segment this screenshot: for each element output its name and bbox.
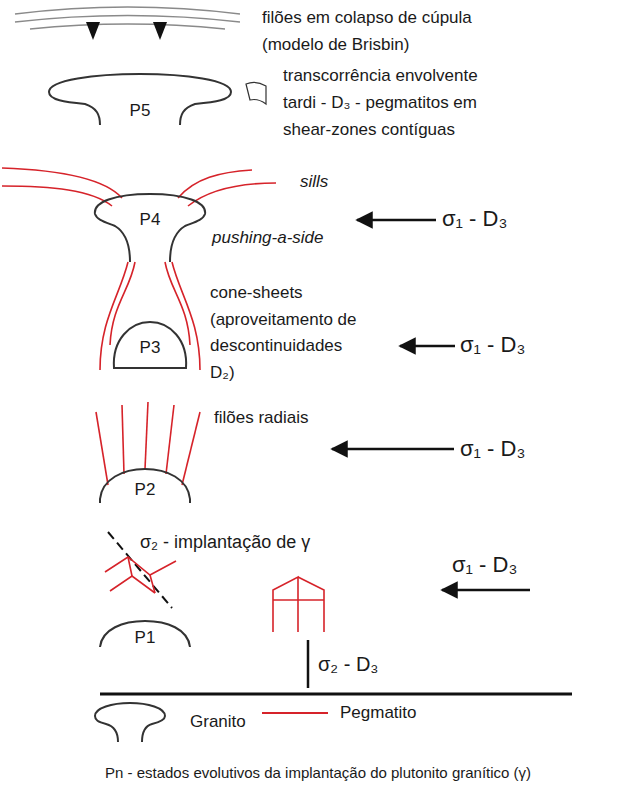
stage-label: P5	[130, 101, 151, 121]
collapse-wedge	[153, 22, 167, 40]
granite-outline-path	[100, 469, 190, 503]
sigma2-bar	[307, 640, 310, 688]
granite-pluton: P1	[98, 617, 193, 651]
granite-outline-path	[114, 322, 186, 368]
granite-pluton: P3	[110, 318, 190, 370]
pegmatite-vein	[105, 557, 176, 575]
legend-text: Pegmatito	[340, 703, 417, 723]
sill-pegmatites	[2, 168, 276, 206]
radial-dyke	[182, 412, 200, 485]
stage-label: P3	[140, 338, 161, 358]
pegmatite-vein	[273, 599, 324, 601]
pegmatite-legend-sample	[262, 712, 328, 714]
radial-dyke	[166, 405, 174, 474]
pegmatite-vein	[128, 557, 155, 593]
legend-text: Granito	[190, 712, 246, 732]
dome-collapse-lines	[15, 7, 240, 29]
sigma1-arrow	[442, 589, 530, 592]
granite-pluton: P4	[85, 190, 215, 262]
radial-dyke	[122, 405, 124, 474]
stage-note: transcorrência envolvente tardi - D₃ - p…	[283, 62, 498, 143]
pegmatite-sill	[188, 183, 276, 206]
shear-symbol	[246, 82, 266, 104]
pegmatite-sill	[2, 168, 122, 198]
collapse-wedge	[86, 22, 100, 40]
pegmatite-sill	[2, 186, 112, 206]
stress-label: σ₁ - D₃	[442, 206, 507, 232]
sigma1-arrow	[357, 219, 436, 222]
granite-outline-path	[95, 194, 205, 262]
cone-sheet	[110, 262, 135, 345]
stage-label: P2	[135, 480, 156, 500]
separator-line	[100, 693, 572, 696]
collapse-line	[30, 24, 225, 29]
granite-outline-path	[49, 74, 231, 125]
structure-label: filões radiais	[214, 408, 309, 428]
p1-pegmatites	[105, 557, 176, 593]
stress-label: σ₂ - implantação de γ	[140, 532, 310, 554]
stress-label: σ₁ - D₃	[452, 552, 517, 578]
radial-dyke	[96, 412, 108, 485]
radial-dykes	[96, 402, 200, 485]
collapse-line	[15, 16, 240, 23]
pegmatite-vein	[298, 577, 324, 632]
sigma1-arrow	[400, 345, 455, 348]
cone-sheet-pegmatites	[100, 262, 200, 370]
stress-label: σ₁ - D₃	[460, 436, 525, 462]
tension-pegmatites	[273, 577, 324, 632]
stress-label: σ₂ - D₃	[318, 652, 378, 676]
stage-label: P4	[140, 210, 161, 230]
structure-label: sills	[300, 172, 328, 192]
stress-label: σ₁ - D₃	[460, 332, 525, 358]
pegmatite-sill	[178, 170, 252, 198]
cone-sheet	[165, 262, 190, 345]
sigma1-arrow	[332, 448, 454, 451]
radial-dyke	[145, 402, 148, 469]
stage-note: filões em colapso de cúpula (modelo de B…	[262, 4, 532, 58]
figure-caption: Pn - estados evolutivos da implantação d…	[105, 764, 531, 781]
stress-arrows	[332, 220, 530, 590]
granite-legend-sample	[95, 703, 165, 742]
collapse-line	[15, 7, 240, 14]
pegmatite-vein	[110, 576, 155, 593]
pegmatite-vein	[273, 577, 298, 632]
stage-label: P1	[135, 628, 156, 648]
mechanism-label: pushing-a-side	[212, 228, 324, 248]
stage-note: cone-sheets (aproveitamento de descontin…	[210, 280, 364, 386]
granite-pluton: P2	[98, 465, 193, 503]
granite-pluton: P5	[45, 70, 235, 125]
